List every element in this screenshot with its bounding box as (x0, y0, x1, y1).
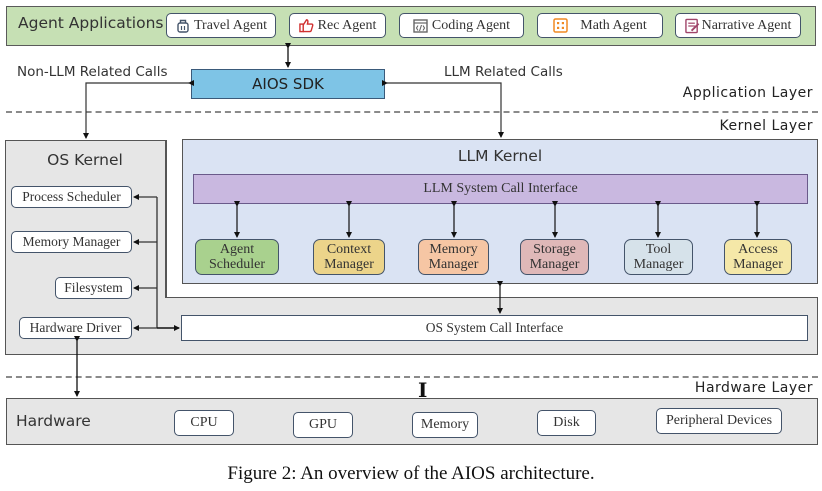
agent-applications-title: Agent Applications (18, 14, 164, 32)
tool-manager-module[interactable]: Tool Manager (624, 239, 693, 275)
hardware-driver-box[interactable]: Hardware Driver (19, 317, 132, 339)
device-label: GPU (308, 417, 337, 432)
llm-system-call-interface[interactable]: LLM System Call Interface (193, 174, 808, 204)
device-label: CPU (190, 415, 218, 430)
agent-label: Narrative Agent (701, 17, 792, 33)
storage-manager-module[interactable]: Storage Manager (520, 239, 589, 275)
travel-agent-chip[interactable]: Travel Agent (166, 13, 276, 38)
hardware-title: Hardware (16, 412, 91, 430)
access-manager-module[interactable]: Access Manager (724, 239, 792, 275)
memory-manager-box[interactable]: Memory Manager (11, 231, 132, 253)
aios-sdk-label: AIOS SDK (252, 75, 324, 93)
hardware-layer-label: Hardware Layer (694, 380, 813, 396)
module-line1: Context (326, 242, 372, 257)
app-kernel-divider (6, 111, 818, 113)
cpu-chip[interactable]: CPU (174, 410, 234, 436)
application-layer-label: Application Layer (682, 85, 813, 101)
module-line2: Manager (428, 257, 479, 272)
memory-manager-module[interactable]: Memory Manager (418, 239, 489, 275)
agent-label: Math Agent (580, 17, 647, 33)
module-line1: Access (738, 242, 778, 257)
rec-agent-chip[interactable]: Rec Agent (289, 13, 386, 38)
edit-document-icon (684, 18, 700, 33)
module-line2: Manager (324, 257, 374, 272)
gpu-chip[interactable]: GPU (293, 412, 353, 438)
math-agent-chip[interactable]: Math Agent (537, 13, 663, 38)
agent-label: Travel Agent (194, 17, 267, 33)
filesystem-box[interactable]: Filesystem (55, 277, 132, 299)
agent-label: Rec Agent (317, 17, 377, 33)
llm-calls-label: LLM Related Calls (444, 64, 563, 80)
module-line1: Memory (429, 242, 478, 257)
disk-chip[interactable]: Disk (537, 410, 596, 436)
module-line2: Scheduler (209, 257, 265, 272)
module-line1: Tool (645, 242, 672, 257)
agent-scheduler-module[interactable]: Agent Scheduler (195, 239, 279, 275)
llm-kernel-title: LLM Kernel (457, 147, 543, 165)
os-kernel-border (165, 140, 167, 298)
memory-chip[interactable]: Memory (412, 412, 478, 438)
process-scheduler-box[interactable]: Process Scheduler (11, 186, 132, 208)
llm-kernel-panel (182, 139, 818, 284)
os-system-call-interface[interactable]: OS System Call Interface (181, 315, 808, 341)
os-kernel-title: OS Kernel (47, 151, 123, 169)
device-label: Disk (553, 415, 580, 430)
module-line1: Agent (219, 242, 255, 257)
module-line2: Manager (633, 257, 684, 272)
context-manager-module[interactable]: Context Manager (313, 239, 385, 275)
kernel-layer-label: Kernel Layer (719, 118, 813, 134)
coding-agent-chip[interactable]: Coding Agent (399, 13, 524, 38)
calculator-icon (553, 18, 568, 33)
os-item-label: Filesystem (64, 280, 123, 295)
thumbs-up-icon (298, 18, 314, 33)
llm-sci-label: LLM System Call Interface (423, 181, 578, 196)
aios-sdk-box: AIOS SDK (191, 69, 385, 99)
os-item-label: Memory Manager (22, 234, 121, 249)
kernel-hardware-divider (6, 376, 818, 378)
code-window-icon (413, 18, 428, 33)
device-label: Memory (420, 417, 470, 432)
peripheral-devices-chip[interactable]: Peripheral Devices (656, 408, 782, 434)
agent-label: Coding Agent (431, 17, 511, 33)
os-item-label: Process Scheduler (22, 189, 121, 204)
non-llm-calls-label: Non-LLM Related Calls (17, 64, 168, 80)
module-line2: Manager (529, 257, 580, 272)
module-line1: Storage (533, 242, 576, 257)
narrative-agent-chip[interactable]: Narrative Agent (675, 13, 801, 38)
module-line2: Manager (733, 257, 783, 272)
os-sci-label: OS System Call Interface (425, 320, 564, 335)
os-item-label: Hardware Driver (29, 320, 122, 335)
figure-caption: Figure 2: An overview of the AIOS archit… (227, 463, 595, 484)
device-label: Peripheral Devices (665, 413, 773, 428)
llm-calls-arrow (382, 80, 504, 138)
luggage-icon (175, 18, 190, 33)
text-cursor-icon: I (418, 378, 428, 402)
